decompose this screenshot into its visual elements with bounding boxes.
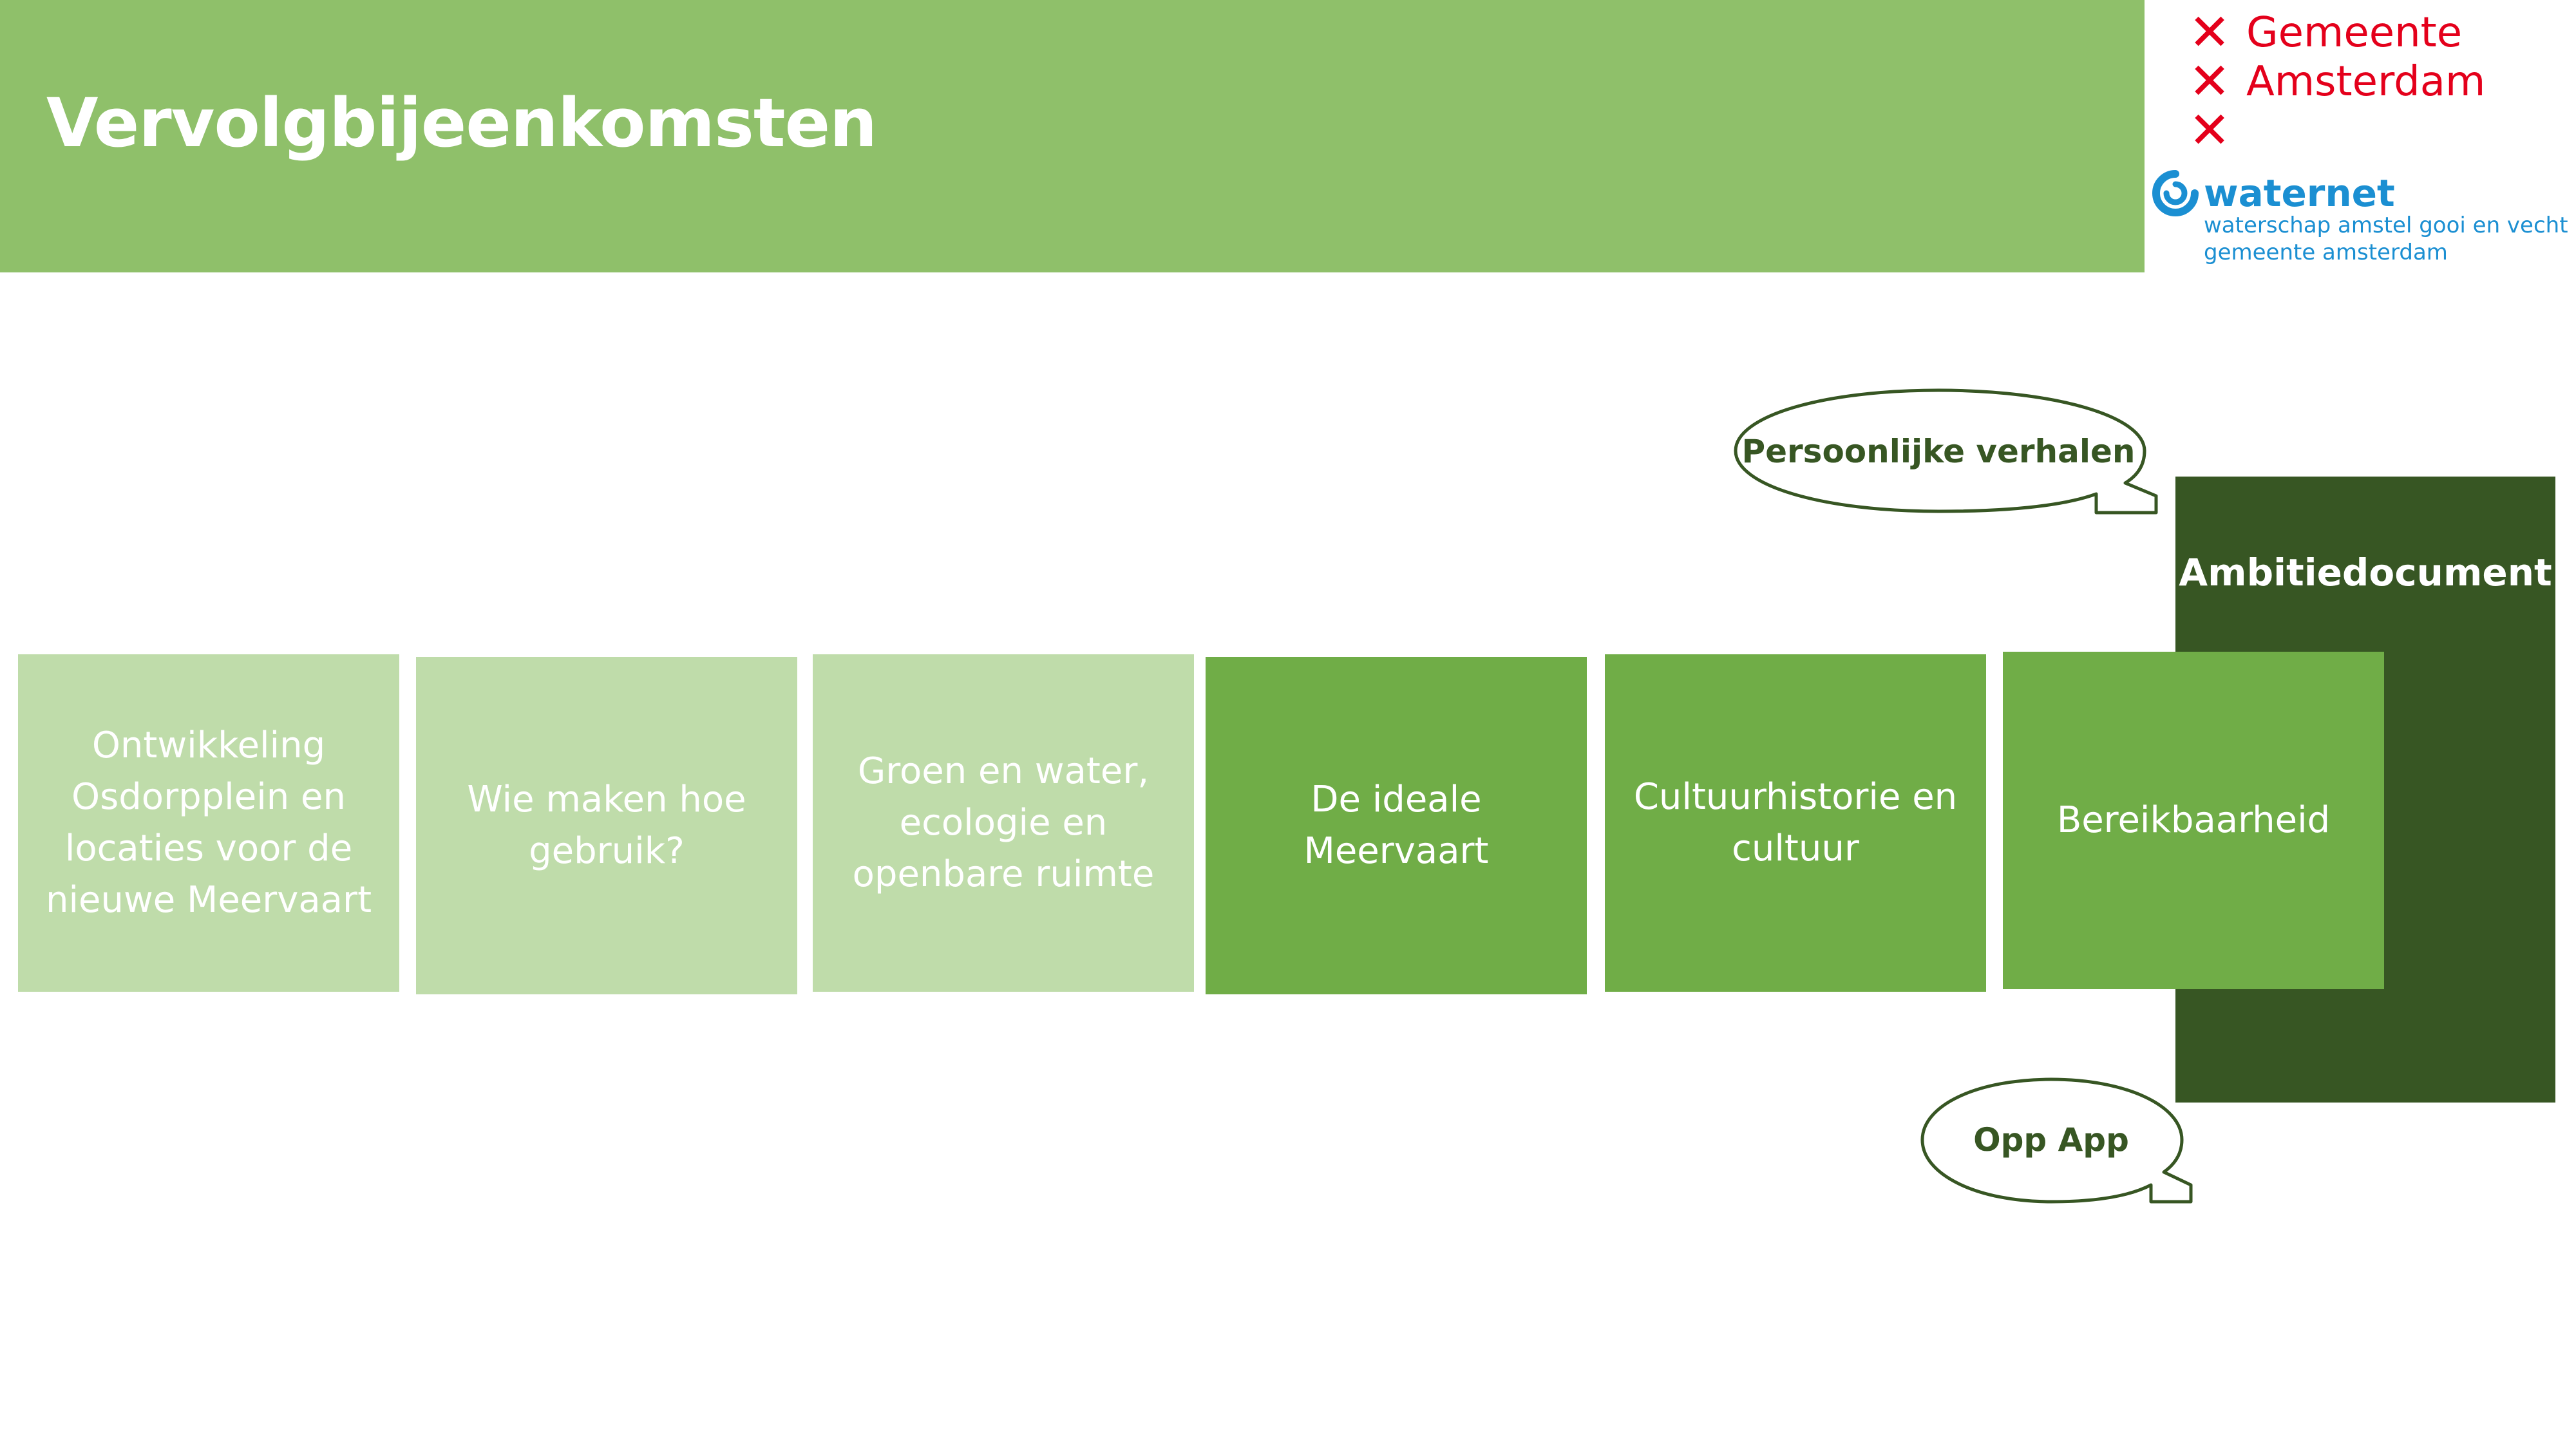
cross-icon: ✕ <box>2188 53 2231 111</box>
page-title: Vervolgbijeenkomsten <box>46 84 877 162</box>
gemeente-logo-line: Amsterdam <box>2246 58 2486 106</box>
logo-area: ✕ Gemeente ✕ Amsterdam ✕ waternet waters… <box>2145 0 2576 277</box>
step-box: Ontwikkeling Osdorpplein en locaties voo… <box>18 654 399 992</box>
gemeente-logo-row-1: ✕ Gemeente <box>2187 4 2463 62</box>
step-box: Cultuurhistorie en cultuur <box>1605 654 1986 992</box>
speech-bubble-bottom <box>1920 1077 2193 1204</box>
title-bar: Vervolgbijeenkomsten <box>0 0 2145 272</box>
step-label: Bereikbaarheid <box>2056 799 2331 841</box>
cross-icon: ✕ <box>2188 4 2231 62</box>
step-box: Wie maken hoe gebruik? <box>416 657 797 994</box>
step-box: De ideale Meervaart <box>1206 657 1587 994</box>
step-box: Groen en water, ecologie en openbare rui… <box>813 654 1194 992</box>
step-label: Groen en water, ecologie en openbare rui… <box>852 750 1155 895</box>
step-label: Ontwikkeling Osdorpplein en locaties voo… <box>45 724 372 921</box>
speech-bubble-bottom-text: Opp App <box>1973 1121 2129 1159</box>
step-label: Wie maken hoe gebruik? <box>467 779 746 872</box>
waternet-name: waternet <box>2204 171 2395 215</box>
step-box: Bereikbaarheid <box>2003 652 2384 989</box>
waternet-subtitle: gemeente amsterdam <box>2204 240 2448 265</box>
waternet-swirl-icon <box>2152 170 2199 216</box>
gemeente-logo-row-3: ✕ <box>2187 102 2246 160</box>
ambitiedocument-label: Ambitiedocument <box>2179 551 2552 594</box>
step-label: Cultuurhistorie en cultuur <box>1633 776 1958 869</box>
waternet-logo: waternet <box>2151 169 2395 218</box>
gemeente-logo-row-2: ✕ Amsterdam <box>2187 53 2486 111</box>
speech-bubble-top-text: Persoonlijke verhalen <box>1741 433 2136 470</box>
speech-bubble-top <box>1734 388 2158 515</box>
waternet-subtitle: waterschap amstel gooi en vecht <box>2204 213 2568 238</box>
cross-icon: ✕ <box>2188 102 2231 160</box>
step-label: De ideale Meervaart <box>1303 779 1489 872</box>
gemeente-logo-line: Gemeente <box>2246 9 2463 57</box>
